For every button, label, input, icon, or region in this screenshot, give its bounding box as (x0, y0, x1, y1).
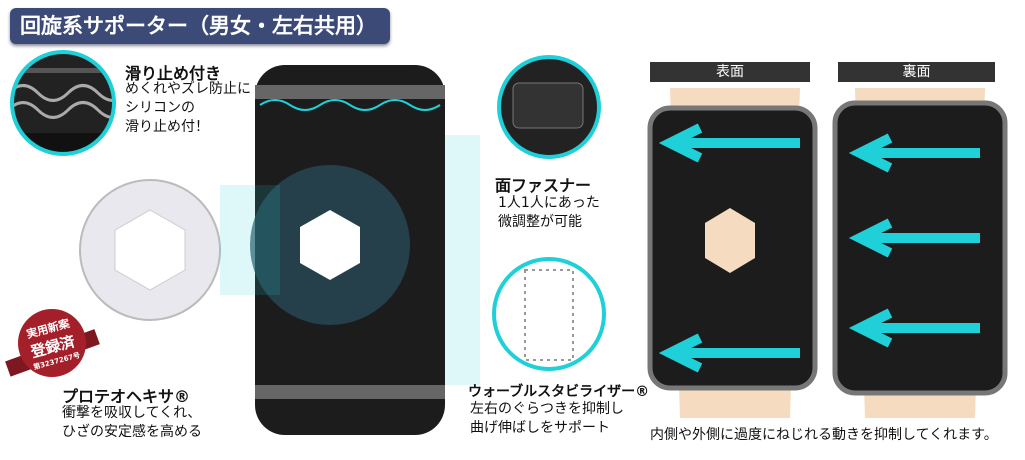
back-view-image (832, 88, 1008, 418)
stabilizer-desc-line: 曲げ伸ばしをサポート (470, 420, 610, 436)
hexa-heading: プロテオヘキサ® (62, 387, 191, 406)
stabilizer-heading: ウォーブルスタビライザー® (468, 384, 650, 400)
fastener-desc-line: 1人1人にあった (498, 195, 600, 211)
fastener-desc-line: 微調整が可能 (498, 214, 582, 230)
grip-desc-line: 滑り止め付！ (125, 119, 209, 135)
grip-desc-line: めくれやズレ防止に (125, 81, 251, 97)
front-view-image (647, 88, 818, 418)
front-view-label: 表面 (650, 62, 810, 82)
stabilizer-desc-line: 左右のぐらつきを抑制し (470, 401, 624, 417)
grip-heading: 滑り止め付き (125, 64, 222, 83)
fastener-heading: 面ファスナー (495, 176, 592, 195)
knee-brace-main-image (220, 65, 480, 435)
grip-closeup-image (10, 50, 116, 156)
registration-seal (5, 309, 100, 377)
grip-desc-line: シリコンの (125, 100, 195, 116)
title-banner: 回旋系サポーター（男女・左右共用） (10, 8, 390, 44)
fastener-closeup-image (497, 55, 601, 159)
hexa-desc-line: ひざの安定感を高める (62, 424, 202, 440)
hexa-pad-image (79, 179, 221, 321)
views-caption: 内側や外側に過度にねじれる動きを抑制してくれます。 (650, 427, 998, 443)
hexa-desc-line: 衝撃を吸収してくれ、 (62, 405, 202, 421)
back-view-label: 裏面 (838, 62, 995, 82)
stabilizer-spring-image (492, 257, 606, 371)
